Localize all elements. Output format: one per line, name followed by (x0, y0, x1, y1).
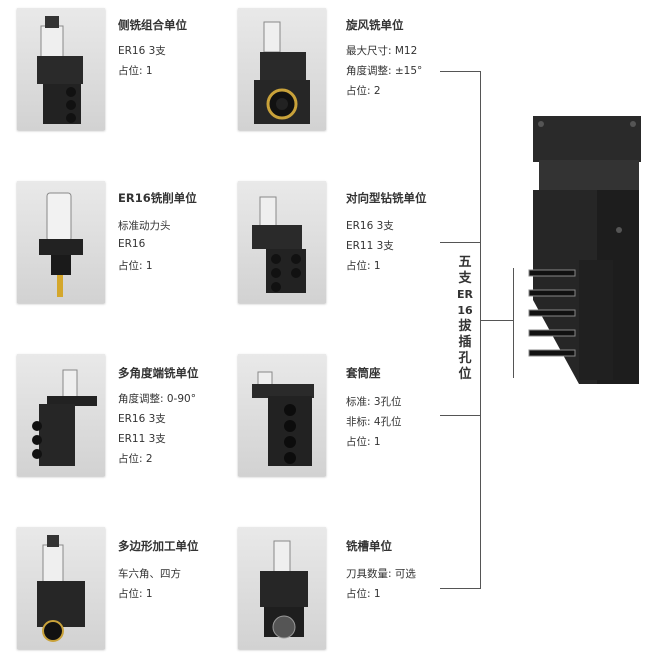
item-line: 刀具数量: 可选 (346, 568, 416, 580)
side-milling-unit-image (17, 8, 105, 130)
item-line: 占位: 1 (118, 260, 153, 272)
connector-line (440, 242, 480, 243)
item-title: 铣槽单位 (346, 539, 392, 553)
multi-angle-milling-unit-image (17, 354, 105, 476)
item-line: 车六角、四方 (118, 568, 181, 580)
item-line: 占位: 1 (118, 65, 153, 77)
item-line: ER16 3支 (118, 413, 166, 425)
connector-line (480, 71, 481, 589)
item-line: 占位: 1 (346, 588, 381, 600)
turret-machine-image (519, 110, 647, 384)
connector-line (513, 268, 514, 378)
item-line: 占位: 2 (118, 453, 153, 465)
sleeve-holder-image (238, 354, 326, 476)
item-line: ER16 3支 (118, 45, 166, 57)
item-title: 侧铣组合单位 (118, 18, 187, 32)
item-line: 角度调整: ±15° (346, 65, 423, 77)
connector-line (481, 320, 513, 321)
item-line: 占位: 1 (346, 436, 381, 448)
slot-milling-unit-image (238, 527, 326, 649)
item-title: 套筒座 (346, 366, 381, 380)
polygon-unit-image (17, 527, 105, 649)
item-title: 多边形加工单位 (118, 539, 199, 553)
item-line: 占位: 1 (346, 260, 381, 272)
item-line: 标准动力头 (118, 220, 171, 232)
item-line: 标准: 3孔位 (346, 396, 402, 408)
er16-milling-unit-image (17, 181, 105, 303)
opposed-drilling-unit-image (238, 181, 326, 303)
item-title: ER16铣削单位 (118, 191, 197, 205)
connector-line (440, 588, 480, 589)
connector-line (440, 71, 480, 72)
item-line: ER16 (118, 238, 146, 250)
item-title: 旋风铣单位 (346, 18, 404, 32)
item-line: 占位: 1 (118, 588, 153, 600)
connector-line (440, 415, 480, 416)
item-line: ER11 3支 (346, 240, 394, 252)
item-line: 占位: 2 (346, 85, 381, 97)
item-line: 最大尺寸: M12 (346, 45, 418, 57)
item-title: 多角度端铣单位 (118, 366, 199, 380)
item-line: 角度调整: 0-90° (118, 393, 196, 405)
item-title: 对向型钻铣单位 (346, 191, 427, 205)
item-line: ER16 3支 (346, 220, 394, 232)
whirlwind-milling-unit-image (238, 8, 326, 130)
item-line: 非标: 4孔位 (346, 416, 402, 428)
item-line: ER11 3支 (118, 433, 166, 445)
vertical-title: 五 支 ER 16 拔 插 孔 位 (457, 255, 473, 382)
